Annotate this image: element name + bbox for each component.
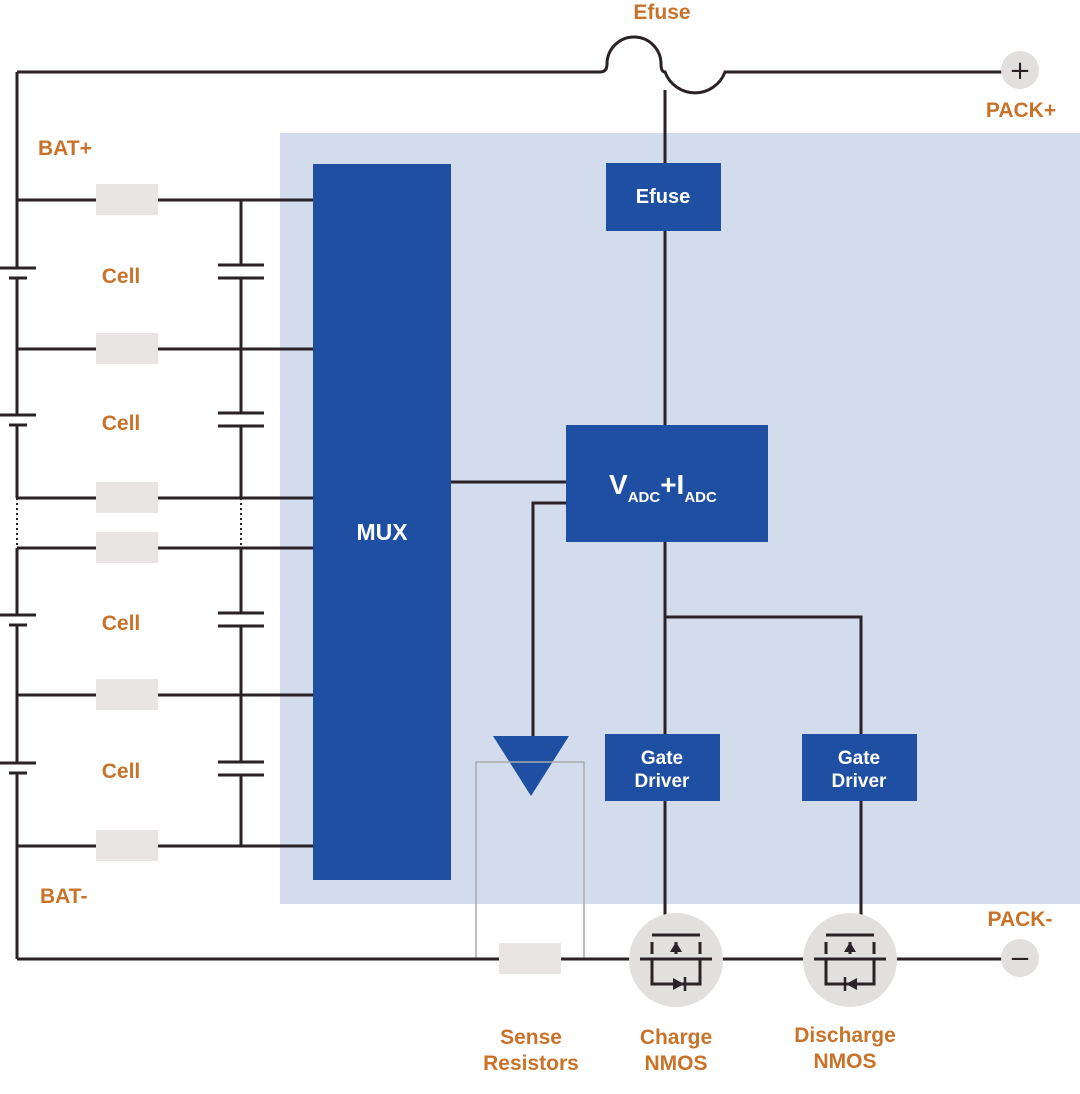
resistor-3 [96,482,158,513]
pack-plus-terminal: + [1001,51,1039,89]
efuse-block [606,163,721,231]
resistor-5 [96,679,158,710]
adc-amp-wire [531,501,566,738]
discharge-nmos-symbol [803,913,897,1007]
battery-symbol-2 [0,413,36,427]
capacitor-symbol-3 [218,611,264,628]
svg-text:+: + [1009,56,1031,86]
efuse-block-label: Efuse [636,186,690,208]
mux-block [313,164,451,880]
cell-label-3: Cell [102,612,141,635]
battery-symbol-3 [0,613,36,627]
bat-minus-label: BAT- [40,885,87,908]
adc-discharge-wire [665,615,863,734]
capacitor-symbol-2 [218,411,264,428]
resistor-1 [96,184,158,215]
resistor-6 [96,830,158,861]
cell-label-2: Cell [102,412,141,435]
pack-minus-terminal: − [1001,939,1039,977]
adc-block [566,425,768,542]
cell-label-1: Cell [102,265,141,288]
sense-amplifier [493,736,569,796]
pack-minus-label: PACK- [988,908,1053,931]
capacitor-symbol-1 [218,263,264,280]
mux-label: MUX [356,519,408,545]
gate-driver-charge [605,734,720,801]
capacitor-symbol-4 [218,760,264,777]
battery-symbol-1 [0,266,36,280]
adc-label: VADC+IADC [609,469,717,506]
cell-label-4: Cell [102,760,141,783]
sense-resistor [499,943,561,974]
svg-text:−: − [1009,944,1031,974]
gate-driver-discharge [802,734,917,801]
bat-plus-label: BAT+ [38,137,92,160]
efuse-top-label: Efuse [633,1,690,24]
battery-symbol-4 [0,761,36,775]
pack-plus-label: PACK+ [986,99,1056,122]
top-wire [17,35,1003,95]
sense-outline [475,761,585,959]
resistor-2 [96,333,158,364]
charge-nmos-symbol [629,913,723,1007]
resistor-4 [96,532,158,563]
